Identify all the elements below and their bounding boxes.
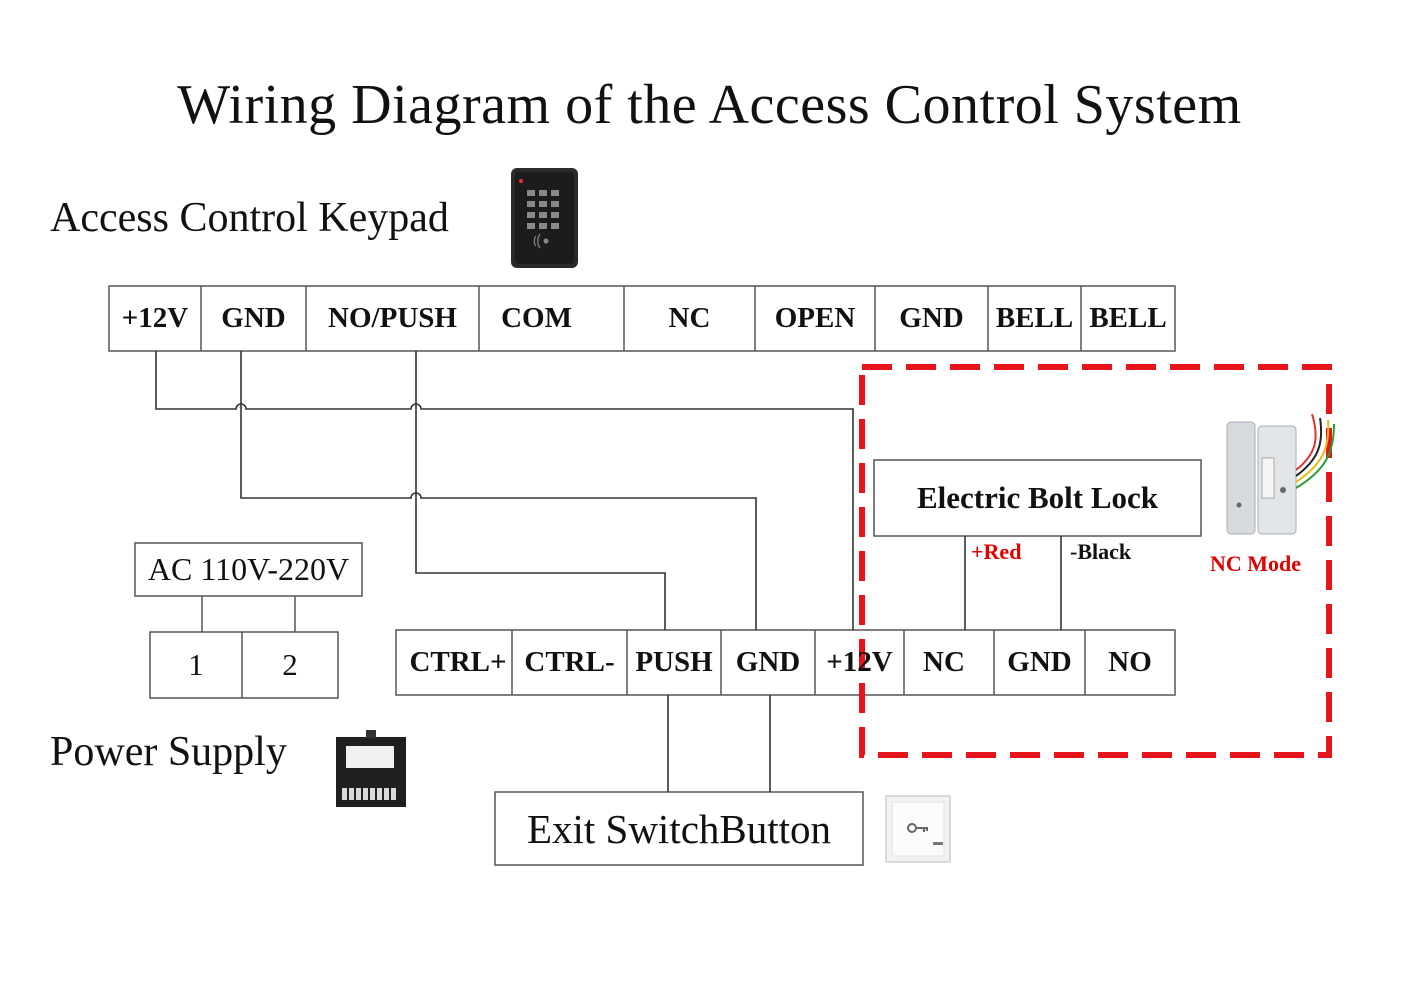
power-supply-terminal: GND [1007, 646, 1072, 678]
power-supply-terminal-strip [395, 629, 1176, 696]
power-supply-terminal: GND [735, 646, 801, 678]
power-supply-terminal: PUSH [635, 646, 713, 678]
power-supply-label: Power Supply [50, 729, 287, 775]
exit-button-label: Exit SwitchButton [526, 805, 832, 852]
keypad-device-icon [511, 168, 578, 268]
keypad-terminal: NO/PUSH [328, 302, 457, 334]
red-wire-label: +Red [971, 539, 1022, 564]
keypad-terminal: BELL [995, 302, 1074, 334]
bolt-lock-device-icon [1226, 413, 1335, 535]
keypad-terminal: GND [221, 302, 286, 334]
power-supply-terminal: +12V [826, 646, 893, 678]
bolt-lock-box [873, 459, 1202, 537]
power-supply-terminal: NC [923, 646, 965, 678]
wire-push [415, 351, 666, 630]
ac-terminal: 2 [282, 647, 298, 682]
exit-push-button-icon [885, 795, 951, 863]
nc-mode-label: NC Mode [1210, 551, 1302, 576]
ac-input-block [134, 542, 363, 699]
power-supply-terminal: CTRL- [524, 646, 615, 678]
keypad-terminal: OPEN [774, 302, 856, 334]
keypad-label: Access Control Keypad [50, 195, 449, 241]
keypad-terminal-strip [108, 285, 1176, 352]
keypad-terminal: GND [899, 302, 964, 334]
bolt-lock-label: Electric Bolt Lock [916, 480, 1159, 515]
keypad-terminal: NC [668, 302, 711, 334]
keypad-terminal: COM [501, 302, 572, 334]
keypad-terminal: +12V [121, 302, 189, 334]
keypad-terminal: BELL [1089, 302, 1167, 334]
power-supply-terminal: CTRL+ [409, 646, 507, 678]
nc-mode-highlight [859, 364, 1332, 758]
diagram-title: Wiring Diagram of the Access Control Sys… [177, 74, 1242, 136]
power-supply-device-icon [336, 730, 406, 807]
ac-terminal: 1 [188, 647, 204, 682]
wires [155, 351, 1062, 792]
exit-button-box [494, 791, 864, 866]
black-wire-label: -Black [1070, 539, 1132, 564]
power-supply-terminal: NO [1108, 646, 1152, 678]
wire-12v [155, 351, 854, 630]
ac-input-label: AC 110V-220V [147, 551, 350, 587]
